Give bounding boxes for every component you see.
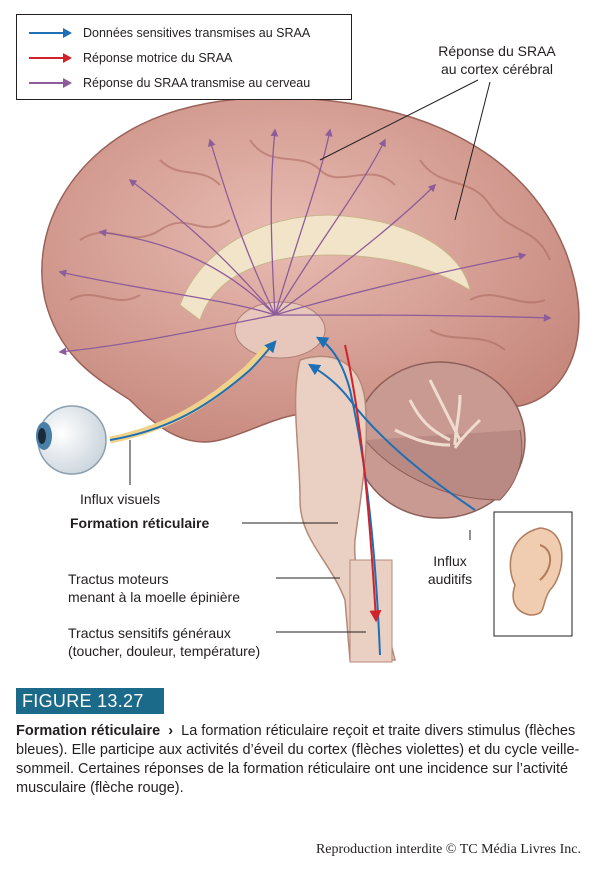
optic-nerve — [109, 342, 273, 444]
label-sensory-tracts: Tractus sensitifs généraux (toucher, dou… — [68, 624, 260, 660]
label-sensory-tracts-line2: (toucher, douleur, température) — [68, 643, 261, 659]
legend-label-sensory: Données sensitives transmises au SRAA — [83, 26, 311, 40]
legend: Données sensitives transmises au SRAA Ré… — [16, 14, 352, 100]
legend-item-cortex: Réponse du SRAA transmise au cerveau — [27, 73, 310, 93]
label-motor-tracts-line2: menant à la moelle épinière — [68, 589, 240, 605]
cerebellum — [354, 361, 526, 519]
label-cortex-response-line1: Réponse du SRAA — [438, 43, 556, 59]
corpus-callosum — [179, 214, 471, 321]
label-auditory-line2: auditifs — [427, 571, 473, 587]
label-motor-tracts: Tractus moteurs menant à la moelle épini… — [68, 570, 240, 606]
purple-arrow-icon — [29, 78, 72, 88]
label-visual-input: Influx visuels — [80, 491, 161, 507]
label-sensory-tracts-line1: Tractus sensitifs généraux — [68, 625, 231, 641]
cerebrum — [41, 96, 580, 443]
legend-label-motor: Réponse motrice du SRAA — [83, 51, 233, 65]
legend-label-cortex: Réponse du SRAA transmise au cerveau — [83, 76, 311, 90]
figure-number: FIGURE 13.27 — [16, 688, 164, 714]
copyright-credit: Reproduction interdite © TC Média Livres… — [315, 842, 581, 857]
caption-title: Formation réticulaire — [16, 723, 161, 739]
legend-item-sensory: Données sensitives transmises au SRAA — [27, 23, 310, 43]
caption-arrow: › — [168, 723, 174, 739]
brain-diagram — [36, 79, 580, 663]
label-auditory-line1: Influx — [433, 553, 467, 569]
label-motor-tracts-line1: Tractus moteurs — [68, 571, 169, 587]
label-cortex-response-line2: au cortex cérébral — [440, 61, 554, 77]
figure-caption: Formation réticulaire › La formation rét… — [16, 722, 582, 798]
ear-inset — [493, 511, 573, 637]
label-reticular-formation: Formation réticulaire — [70, 515, 210, 531]
blue-arrow-icon — [29, 28, 72, 38]
legend-item-motor: Réponse motrice du SRAA — [27, 48, 232, 68]
spinal-cord — [349, 559, 393, 663]
eyeball — [36, 405, 107, 475]
label-cortex-response: Réponse du SRAA au cortex cérébral — [412, 42, 582, 78]
thalamus — [234, 301, 326, 359]
caption-text: La formation réticulaire reçoit et trait… — [16, 723, 580, 796]
label-auditory-input: Influx auditifs — [420, 552, 480, 588]
red-arrow-icon — [29, 53, 72, 63]
